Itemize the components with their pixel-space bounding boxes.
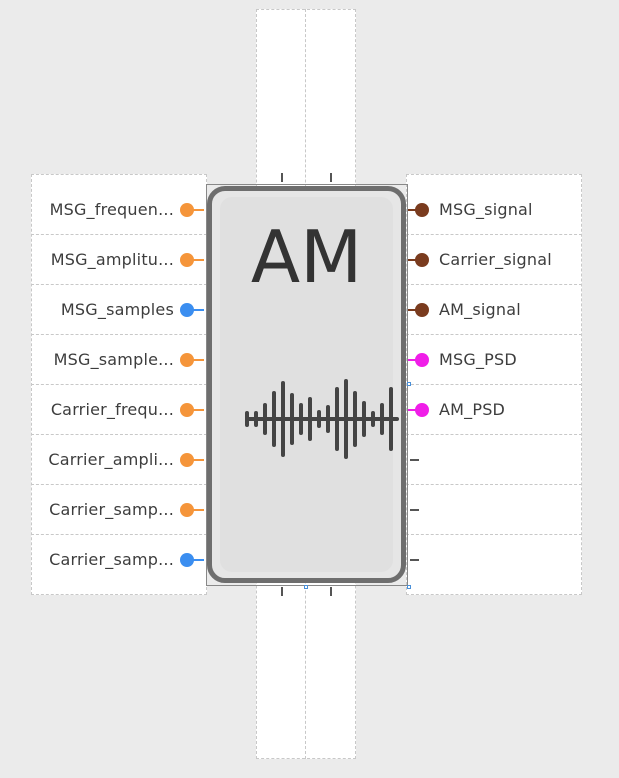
output-row-divider [406, 234, 582, 235]
output-port-label: AM_PSD [439, 400, 506, 419]
output-port-connector [408, 359, 420, 361]
input-port-connector [190, 209, 204, 211]
input-port-dot[interactable] [180, 353, 194, 367]
input-port-label: Carrier_samp... [49, 500, 174, 519]
output-port-dot[interactable] [415, 403, 429, 417]
am-block[interactable]: AM [207, 186, 406, 583]
resize-handle[interactable] [304, 585, 308, 589]
resize-handle[interactable] [407, 382, 411, 386]
input-port-connector [190, 509, 204, 511]
bottom-port-stub[interactable] [330, 587, 332, 596]
input-row-divider [31, 534, 207, 535]
input-port-dot[interactable] [180, 303, 194, 317]
output-port-connector [408, 259, 420, 261]
output-row-divider [406, 384, 582, 385]
output-port-dot[interactable] [415, 353, 429, 367]
input-port-dot[interactable] [180, 453, 194, 467]
input-port-label: Carrier_frequ... [50, 400, 174, 419]
output-row-divider [406, 284, 582, 285]
top-port-stub[interactable] [281, 173, 283, 182]
input-port-label: Carrier_ampli... [48, 450, 174, 469]
output-row-divider [406, 334, 582, 335]
input-port-dot[interactable] [180, 403, 194, 417]
output-row-divider [406, 534, 582, 535]
input-port-connector [190, 359, 204, 361]
top-port-stub[interactable] [330, 173, 332, 182]
input-port-connector [190, 259, 204, 261]
output-port-connector [408, 309, 420, 311]
input-port-dot[interactable] [180, 553, 194, 567]
input-port-connector [190, 409, 204, 411]
input-port-label: Carrier_samp... [49, 550, 174, 569]
input-port-connector [190, 459, 204, 461]
input-port-label: MSG_samples [60, 300, 174, 319]
output-port-label: AM_signal [439, 300, 521, 319]
input-port-connector [190, 309, 204, 311]
output-port-dot[interactable] [415, 303, 429, 317]
am-block-body: AM [220, 197, 399, 572]
output-port-connector [408, 209, 420, 211]
output-port-label: MSG_signal [439, 200, 533, 219]
input-port-label: MSG_amplitu... [50, 250, 174, 269]
input-port-dot[interactable] [180, 503, 194, 517]
output-row-divider [406, 484, 582, 485]
waveform-icon [245, 379, 399, 459]
input-row-divider [31, 234, 207, 235]
input-row-divider [31, 384, 207, 385]
input-port-dot[interactable] [180, 203, 194, 217]
empty-output-stub[interactable] [410, 509, 419, 511]
input-row-divider [31, 284, 207, 285]
empty-output-stub[interactable] [410, 559, 419, 561]
input-port-label: MSG_frequen... [49, 200, 174, 219]
input-row-divider [31, 434, 207, 435]
input-port-label: MSG_sample... [53, 350, 174, 369]
output-port-dot[interactable] [415, 253, 429, 267]
resize-handle[interactable] [407, 585, 411, 589]
bottom-port-stub[interactable] [281, 587, 283, 596]
input-port-connector [190, 559, 204, 561]
input-row-divider [31, 334, 207, 335]
output-port-connector [408, 409, 420, 411]
empty-output-stub[interactable] [410, 459, 419, 461]
output-port-label: Carrier_signal [439, 250, 552, 269]
input-port-dot[interactable] [180, 253, 194, 267]
input-row-divider [31, 484, 207, 485]
block-title: AM [250, 215, 363, 299]
output-row-divider [406, 434, 582, 435]
output-port-dot[interactable] [415, 203, 429, 217]
output-port-label: MSG_PSD [439, 350, 517, 369]
